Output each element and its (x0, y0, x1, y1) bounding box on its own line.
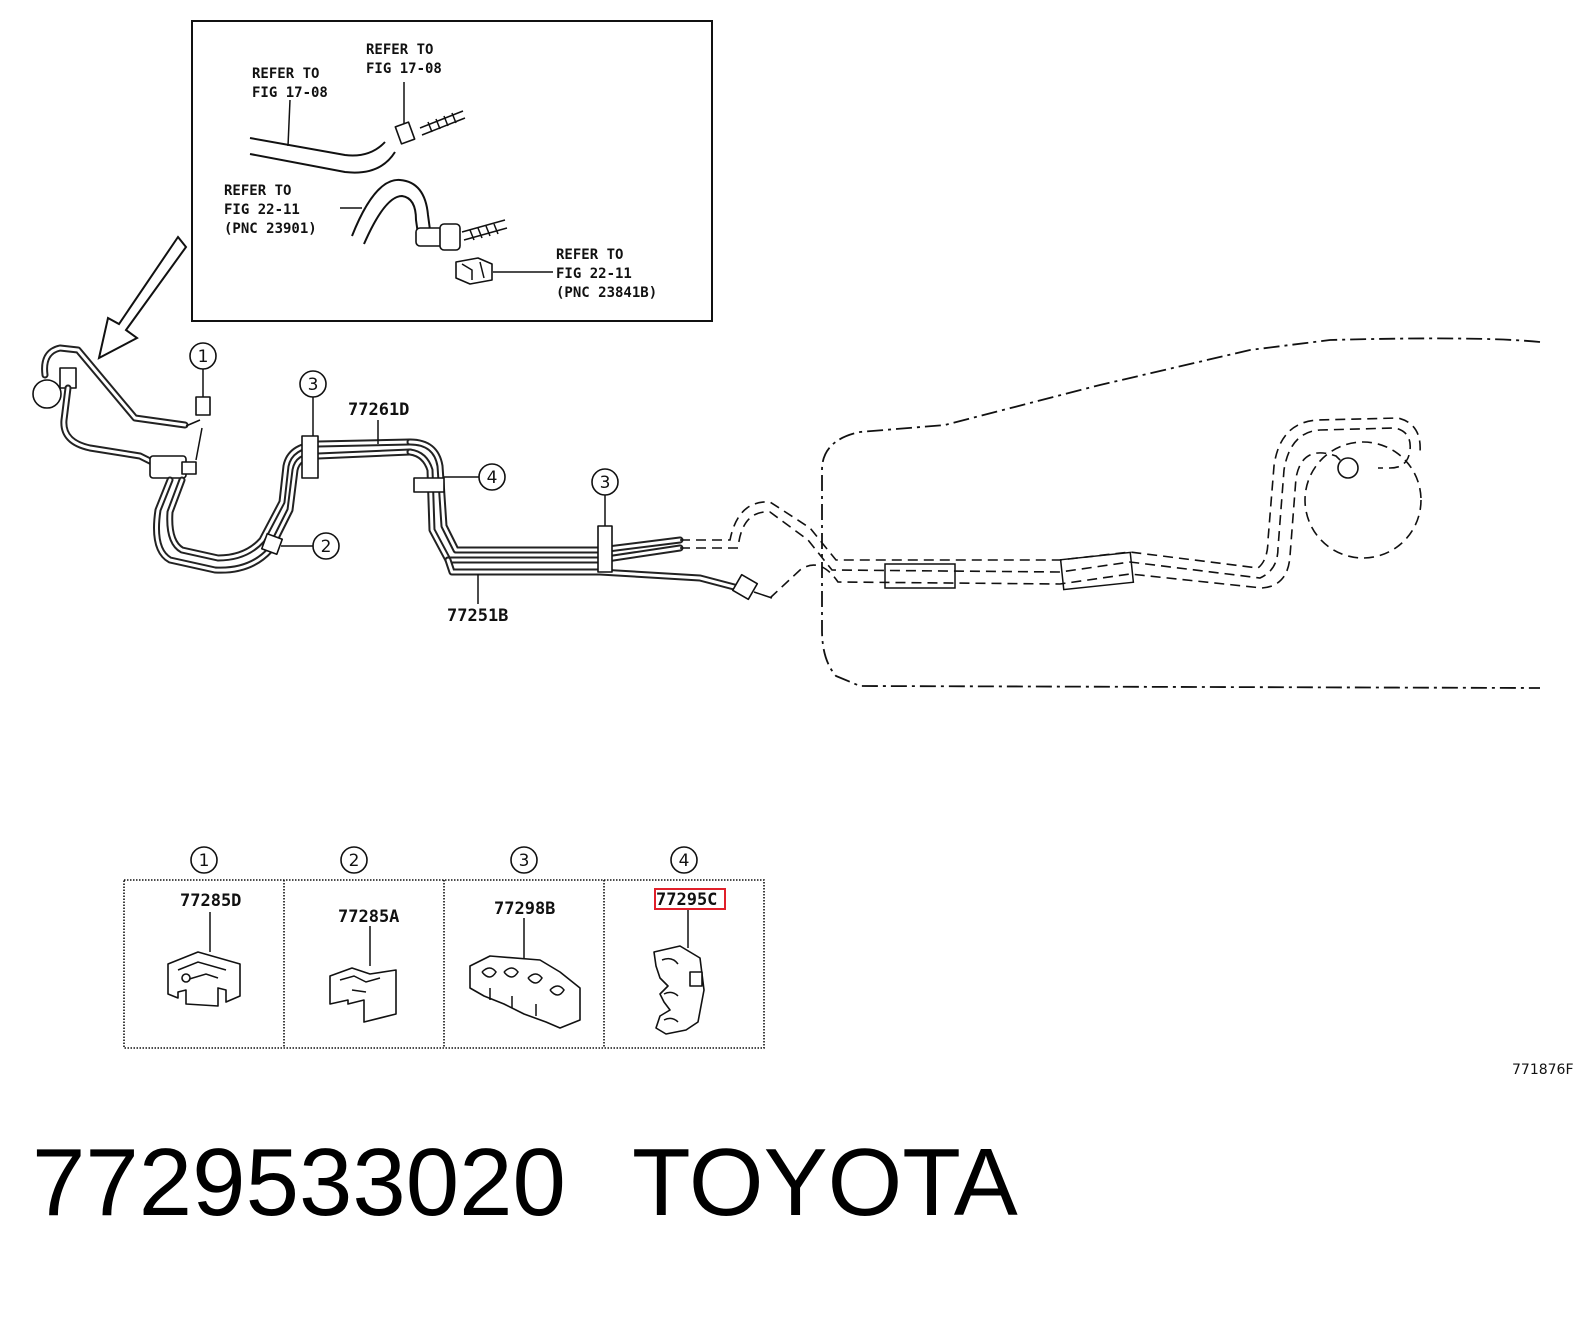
footer-brand: TOYOTA (632, 1129, 1018, 1236)
tank-port (1337, 457, 1359, 479)
clamp-2-illustration (329, 926, 397, 1023)
clamp-3b (597, 525, 613, 573)
callout-3b: 3 (600, 473, 611, 493)
inset-refer-2-line1: REFER TO (366, 42, 433, 58)
legend-part-4: 77295C (656, 890, 717, 910)
callout-1: 1 (198, 347, 209, 367)
clamp-3a (301, 435, 319, 479)
part-label-lower-pipe: 77251B (447, 606, 508, 626)
arrow-indicator (97, 235, 188, 360)
clamp-4 (413, 477, 445, 493)
callout-4: 4 (487, 468, 498, 488)
clamp-4-illustration (653, 910, 705, 1035)
callout-2: 2 (321, 537, 332, 557)
inset-refer-4-line3: (PNC 23841B) (556, 285, 657, 301)
inset-hoses (249, 82, 553, 285)
highlight-box (654, 888, 726, 910)
inset-refer-3-line3: (PNC 23901) (224, 221, 317, 237)
part-label-upper-pipe: 77261D (348, 400, 409, 420)
clamp-3-illustration (469, 918, 581, 1029)
legend-part-1: 77285D (180, 891, 241, 911)
figure-code: 771876F (1512, 1062, 1574, 1078)
inset-detail: REFER TO FIG 17-08 REFER TO FIG 17-08 RE… (191, 20, 713, 322)
fitting-ball (32, 379, 62, 409)
legend-num-1: 1 (199, 851, 210, 871)
inset-refer-1-line1: REFER TO (252, 66, 319, 82)
legend-num-2: 2 (349, 851, 360, 871)
clamp-1-illustration (167, 912, 241, 1007)
footer-part-number: 7729533020 (32, 1129, 566, 1236)
inset-refer-3-line1: REFER TO (224, 183, 291, 199)
inset-refer-4-line2: FIG 22-11 (556, 266, 632, 282)
clamp-legend: 1 2 3 4 77285D 77285A 77298B 77295C (123, 846, 765, 1049)
fuel-line-assembly (32, 344, 1421, 601)
callout-3a: 3 (308, 375, 319, 395)
end-fitting (731, 573, 759, 601)
clamp-1 (195, 396, 211, 416)
legend-num-4: 4 (679, 851, 690, 871)
inset-refer-1-line2: FIG 17-08 (252, 85, 328, 101)
callouts: 1 2 3 4 3 77261D 77251B (189, 342, 619, 626)
legend-part-2: 77285A (338, 907, 399, 927)
inset-refer-3-line2: FIG 22-11 (224, 202, 300, 218)
inset-refer-4-line1: REFER TO (556, 247, 623, 263)
legend-frame (123, 879, 765, 1049)
legend-part-3: 77298B (494, 899, 555, 919)
legend-num-3: 3 (519, 851, 530, 871)
fuel-tank-outline (821, 337, 1541, 689)
clamp-2 (260, 532, 284, 556)
inset-refer-2-line2: FIG 17-08 (366, 61, 442, 77)
inset-frame (191, 20, 713, 322)
